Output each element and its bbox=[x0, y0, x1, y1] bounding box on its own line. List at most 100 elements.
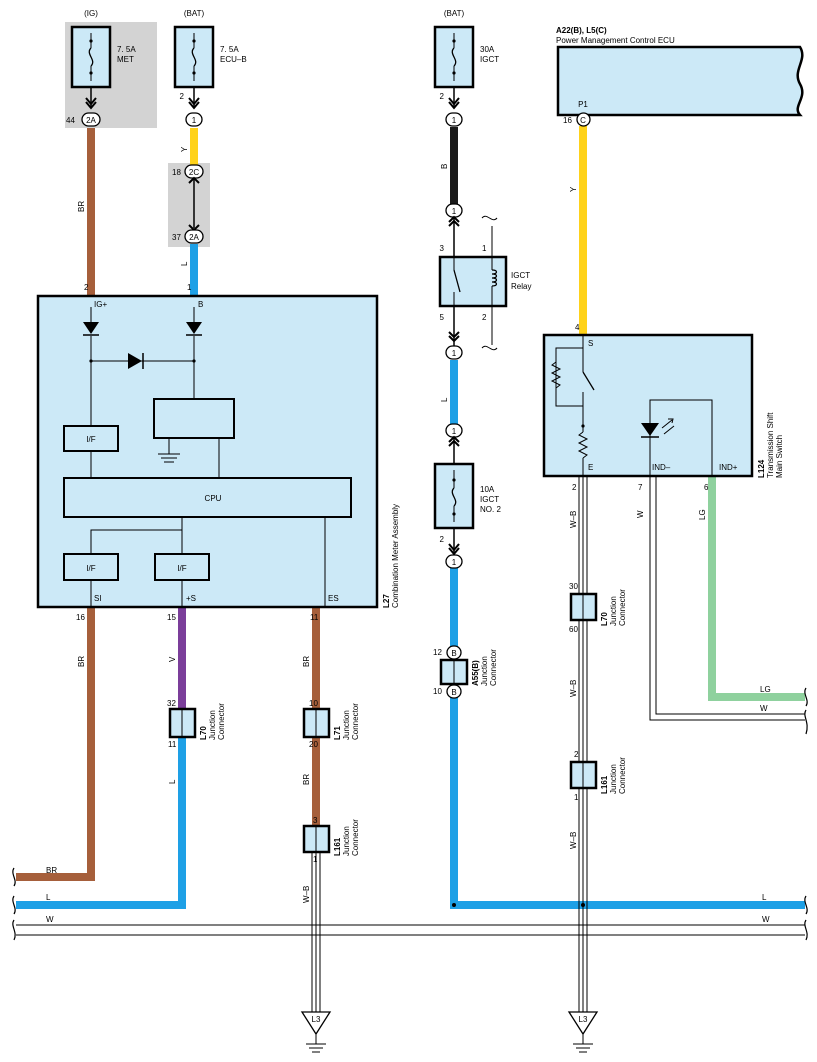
svg-text:11: 11 bbox=[310, 613, 319, 622]
shift-main-switch: 4 S E IND– IND+ 2 7 6 L124 Transmission … bbox=[542, 323, 784, 492]
pin-igct-mid: 1 bbox=[445, 203, 463, 257]
pin-met-2a: 44 2A bbox=[66, 112, 101, 127]
svg-text:Connector: Connector bbox=[489, 649, 498, 686]
svg-text:W–B: W–B bbox=[569, 511, 578, 528]
svg-text:2A: 2A bbox=[86, 116, 96, 125]
fuse-igct: (BAT) 30A IGCT 2 bbox=[433, 9, 499, 110]
svg-text:IND+: IND+ bbox=[719, 463, 738, 472]
fuse-igct-no2: 10A IGCT NO. 2 2 1 bbox=[433, 462, 501, 569]
svg-text:B: B bbox=[440, 164, 449, 169]
svg-text:37: 37 bbox=[172, 233, 181, 242]
svg-text:16: 16 bbox=[563, 116, 572, 125]
svg-text:1: 1 bbox=[452, 349, 457, 358]
pin-relay-out: 1 bbox=[445, 306, 463, 360]
svg-text:IGCT: IGCT bbox=[511, 271, 530, 280]
svg-text:B: B bbox=[198, 300, 203, 309]
pin-ecub-1: 1 bbox=[185, 112, 203, 127]
svg-text:W–B: W–B bbox=[302, 886, 311, 903]
svg-text:W: W bbox=[760, 704, 768, 713]
svg-text:32: 32 bbox=[167, 699, 176, 708]
ground-l3-right: L3 bbox=[567, 1011, 599, 1053]
svg-text:Connector: Connector bbox=[351, 703, 360, 740]
ground-l3-left: L3 bbox=[300, 1011, 332, 1053]
svg-text:W–B: W–B bbox=[569, 680, 578, 697]
junction-dot bbox=[581, 903, 585, 907]
svg-text:+S: +S bbox=[186, 594, 196, 603]
svg-text:1: 1 bbox=[452, 207, 457, 216]
svg-text:2: 2 bbox=[482, 313, 487, 322]
connector-l71: 10 20 L71 Junction Connector bbox=[302, 699, 360, 749]
svg-text:20: 20 bbox=[309, 740, 318, 749]
svg-text:3: 3 bbox=[313, 816, 318, 825]
wire-l-right-bus bbox=[450, 696, 805, 909]
svg-text:IND–: IND– bbox=[652, 463, 671, 472]
svg-text:V: V bbox=[168, 656, 177, 662]
svg-text:11: 11 bbox=[168, 740, 177, 749]
svg-text:NO. 2: NO. 2 bbox=[480, 505, 501, 514]
svg-text:7: 7 bbox=[638, 483, 643, 492]
svg-text:2: 2 bbox=[180, 92, 185, 101]
svg-text:2: 2 bbox=[440, 535, 445, 544]
svg-text:BR: BR bbox=[302, 774, 311, 785]
white-wires bbox=[16, 476, 805, 1012]
svg-text:1: 1 bbox=[313, 855, 318, 864]
svg-text:S: S bbox=[588, 339, 593, 348]
svg-text:10: 10 bbox=[309, 699, 318, 708]
svg-text:B: B bbox=[451, 688, 456, 697]
svg-text:W: W bbox=[636, 510, 645, 518]
svg-text:Y: Y bbox=[180, 146, 189, 152]
svg-text:Junction: Junction bbox=[609, 764, 618, 794]
svg-text:L: L bbox=[440, 397, 449, 402]
svg-text:Y: Y bbox=[569, 186, 578, 192]
svg-text:2: 2 bbox=[84, 283, 89, 292]
connector-l161-right: 2 1 L161 Junction Connector bbox=[569, 750, 627, 802]
svg-text:(IG): (IG) bbox=[84, 9, 98, 18]
combination-meter: 2 1 IG+ B I/F CPU bbox=[36, 283, 400, 622]
svg-text:Junction: Junction bbox=[342, 710, 351, 740]
svg-text:ECU–B: ECU–B bbox=[220, 55, 247, 64]
svg-text:10: 10 bbox=[433, 687, 442, 696]
svg-text:2: 2 bbox=[574, 750, 579, 759]
svg-text:L3: L3 bbox=[579, 1015, 588, 1024]
svg-text:5: 5 bbox=[440, 313, 445, 322]
svg-text:15: 15 bbox=[167, 613, 176, 622]
svg-text:L161: L161 bbox=[333, 837, 342, 856]
svg-text:Connector: Connector bbox=[351, 819, 360, 856]
svg-text:P1: P1 bbox=[578, 100, 588, 109]
svg-text:Junction: Junction bbox=[480, 656, 489, 686]
svg-text:MET: MET bbox=[117, 55, 134, 64]
svg-text:B: B bbox=[451, 649, 456, 658]
wire-labels: BR Y L B L Y BR V L BR BR W–B W–B W–B W–… bbox=[77, 146, 707, 903]
connector-l70-left: 32 11 L70 Junction Connector bbox=[167, 699, 226, 749]
svg-text:7. 5A: 7. 5A bbox=[117, 45, 136, 54]
svg-text:7. 5A: 7. 5A bbox=[220, 45, 239, 54]
bus-labels: BR L W L W LG W bbox=[46, 685, 771, 924]
svg-text:SI: SI bbox=[94, 594, 102, 603]
svg-text:L70: L70 bbox=[199, 726, 208, 740]
svg-text:Junction: Junction bbox=[609, 596, 618, 626]
svg-text:Junction: Junction bbox=[342, 826, 351, 856]
svg-text:12: 12 bbox=[433, 648, 442, 657]
svg-text:I/F: I/F bbox=[86, 564, 95, 573]
svg-text:IGCT: IGCT bbox=[480, 495, 499, 504]
svg-text:ES: ES bbox=[328, 594, 339, 603]
svg-text:BR: BR bbox=[77, 201, 86, 212]
svg-text:BR: BR bbox=[46, 866, 57, 875]
wire-lg-indp bbox=[708, 476, 805, 701]
svg-text:1: 1 bbox=[452, 558, 457, 567]
svg-text:Connector: Connector bbox=[217, 703, 226, 740]
svg-text:Connector: Connector bbox=[618, 589, 627, 626]
connector-l161-left: 3 1 L161 Junction Connector bbox=[302, 816, 360, 864]
svg-text:1: 1 bbox=[452, 116, 457, 125]
wire-l-left-bus bbox=[16, 737, 186, 909]
svg-text:L: L bbox=[180, 261, 189, 266]
svg-text:L71: L71 bbox=[333, 726, 342, 740]
svg-text:6: 6 bbox=[704, 483, 709, 492]
svg-text:L: L bbox=[168, 779, 177, 784]
svg-text:L: L bbox=[762, 893, 767, 902]
svg-text:LG: LG bbox=[698, 509, 707, 520]
svg-text:W: W bbox=[762, 915, 770, 924]
wire-br-si bbox=[16, 607, 95, 881]
svg-text:10A: 10A bbox=[480, 485, 495, 494]
svg-text:30: 30 bbox=[569, 582, 578, 591]
